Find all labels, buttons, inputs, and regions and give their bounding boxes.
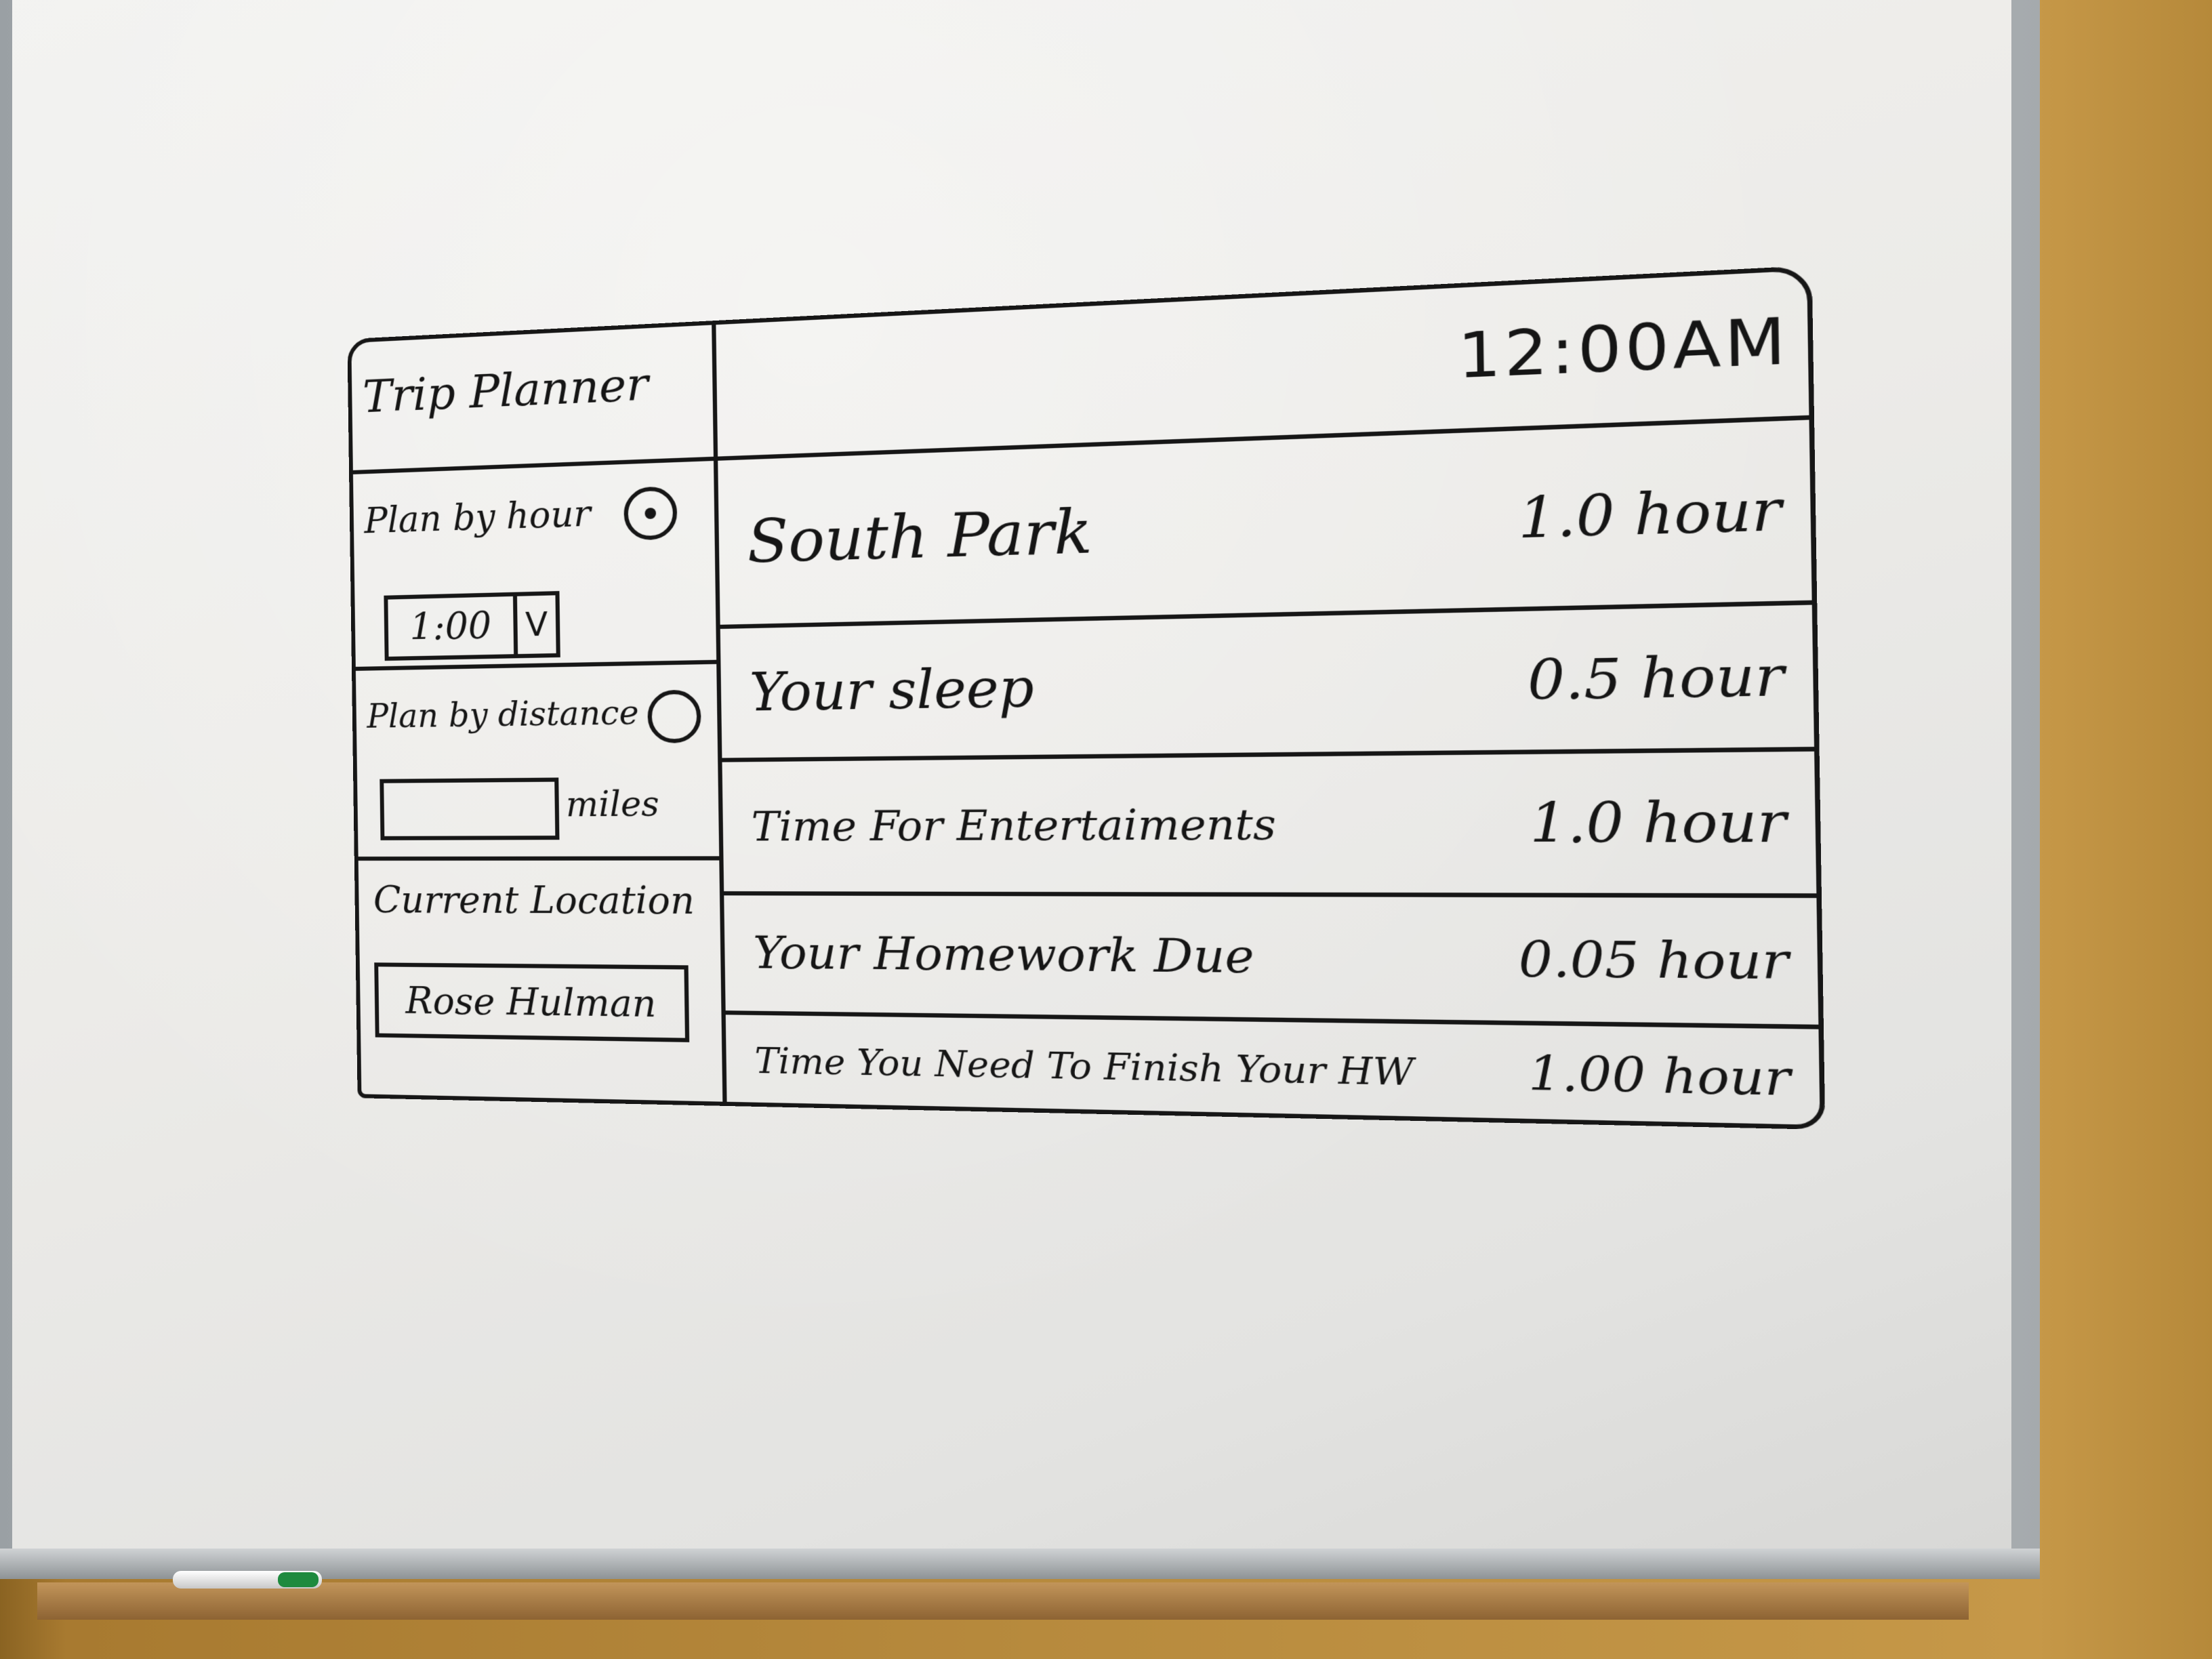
plan-by-hour-section: Plan by hour 1:00 V [349,461,716,671]
schedule-row-duration: 0.05 hour [1518,930,1789,991]
plan-by-distance-radio[interactable] [647,690,701,743]
schedule-row[interactable]: Time For Entertaiments 1.0 hour [722,752,1822,898]
current-location-input[interactable]: Rose Hulman [374,962,689,1042]
plan-by-distance-section: Plan by distance miles [352,664,719,861]
schedule-row-label: Time You Need To Finish Your HW [754,1040,1414,1094]
sidebar-header: Trip Planner [347,321,714,474]
schedule-row-label: Time For Entertaiments [751,800,1276,851]
schedule-row[interactable]: Your sleep 0.5 hour [720,605,1820,762]
schedule-row[interactable]: Your Homework Due 0.05 hour [724,895,1824,1029]
hour-select-value: 1:00 [388,596,518,657]
schedule-panel: 12:00AM South Park 1.0 hour Your sleep 0… [716,266,1825,1130]
schedule-row-label: South Park [747,496,1092,576]
schedule-row-duration: 1.0 hour [1517,478,1782,551]
current-location-section: Current Location Rose Hulman [354,861,723,1106]
app-title: Trip Planner [362,357,649,423]
hour-select[interactable]: 1:00 V [384,591,560,661]
wooden-ledge [37,1582,1969,1620]
schedule-row-label: Your sleep [749,657,1034,723]
sidebar: Trip Planner Plan by hour 1:00 V Plan by… [347,321,726,1106]
clock-display: 12:00AM [1457,304,1790,392]
current-location-label: Current Location [373,878,695,922]
schedule-row-duration: 0.5 hour [1527,644,1784,712]
plan-by-hour-radio[interactable] [623,486,677,541]
plan-by-hour-label: Plan by hour [364,493,591,542]
schedule-row-duration: 1.00 hour [1528,1046,1790,1107]
marker-cap-icon [278,1572,319,1587]
app-window-sketch: Trip Planner Plan by hour 1:00 V Plan by… [347,266,1825,1130]
schedule-row-duration: 1.0 hour [1530,790,1787,855]
distance-input[interactable] [380,777,559,840]
chevron-down-icon[interactable]: V [517,595,556,654]
schedule-row-label: Your Homework Due [753,927,1255,984]
distance-unit-label: miles [565,783,659,824]
plan-by-distance-label: Plan by distance [367,693,639,736]
